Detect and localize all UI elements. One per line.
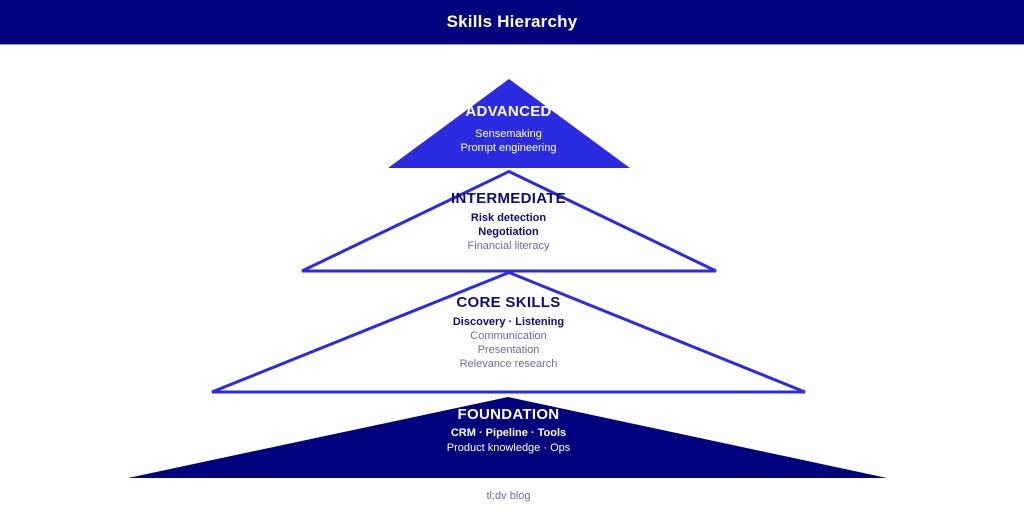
advanced-triangle bbox=[388, 79, 630, 168]
level-intermediate: INTERMEDIATE Risk detection Negotiation … bbox=[0, 191, 1017, 253]
foundation-item: Product knowledge · Ops bbox=[446, 442, 571, 454]
intermediate-item: Risk detection bbox=[470, 212, 547, 224]
level-core-skills: CORE SKILLS Discovery · Listening Commun… bbox=[0, 295, 1017, 371]
intermediate-item: Financial literacy bbox=[467, 240, 550, 252]
advanced-item: Sensemaking bbox=[475, 128, 542, 140]
advanced-items: Sensemaking Prompt engineering bbox=[0, 127, 1017, 155]
page-title: Skills Hierarchy bbox=[446, 12, 578, 31]
footer-caption: tl;dv blog bbox=[486, 490, 531, 502]
foundation-item: CRM · Pipeline · Tools bbox=[450, 427, 567, 439]
core-skills-item: Communication bbox=[470, 330, 547, 342]
advanced-heading: ADVANCED bbox=[465, 103, 552, 120]
level-foundation: FOUNDATION CRM · Pipeline · Tools Produc… bbox=[0, 407, 1017, 456]
header-bar: Skills Hierarchy bbox=[0, 0, 1024, 45]
core-skills-item: Discovery · Listening bbox=[452, 316, 565, 328]
core-skills-item: Presentation bbox=[477, 344, 540, 356]
foundation-heading: FOUNDATION bbox=[457, 406, 560, 423]
core-skills-heading: CORE SKILLS bbox=[456, 294, 561, 311]
core-skills-items: Discovery · Listening Communication Pres… bbox=[0, 315, 1017, 371]
intermediate-items: Risk detection Negotiation Financial lit… bbox=[0, 211, 1017, 253]
foundation-triangle bbox=[128, 397, 887, 478]
intermediate-item: Negotiation bbox=[478, 226, 539, 238]
intermediate-heading: INTERMEDIATE bbox=[451, 190, 566, 207]
advanced-item: Prompt engineering bbox=[460, 142, 557, 154]
level-advanced: ADVANCED Sensemaking Prompt engineering bbox=[0, 104, 1017, 155]
foundation-items: CRM · Pipeline · Tools Product knowledge… bbox=[0, 426, 1017, 456]
core-skills-item: Relevance research bbox=[459, 358, 558, 370]
core-skills-triangle bbox=[211, 270, 806, 394]
intermediate-triangle bbox=[301, 169, 717, 273]
